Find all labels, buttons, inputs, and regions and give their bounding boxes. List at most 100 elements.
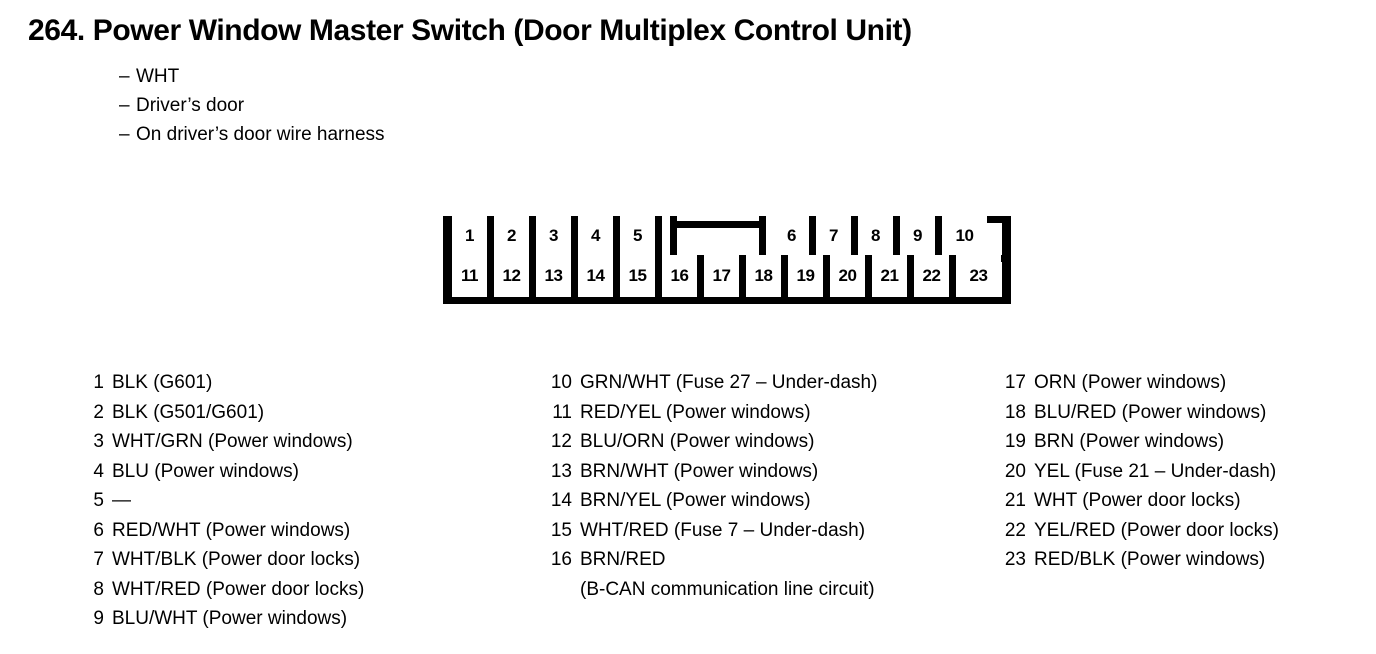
legend-pin-number: 21 [1004,490,1026,511]
legend-pin-number: 7 [93,549,104,570]
legend-pin-description: WHT (Power door locks) [1034,490,1241,511]
pin-cell-16[interactable]: 16 [662,255,704,297]
pin-cell-22[interactable]: 22 [914,255,956,297]
pin-cell-7[interactable]: 7 [816,216,858,255]
legend-pin-description: WHT/BLK (Power door locks) [112,549,361,570]
legend-pin-description: ORN (Power windows) [1034,372,1227,393]
pin-cell-10[interactable]: 10 [942,216,987,255]
connector-notch-top-left [443,205,452,216]
subtitle-item: –WHT [119,62,385,91]
legend-pin-description: YEL/RED (Power door locks) [1034,519,1279,541]
legend-entry-14: 14 BRN/YEL (Power windows) [546,486,996,516]
pin-cell-3[interactable]: 3 [536,216,578,255]
pin-cell-4[interactable]: 4 [578,216,620,255]
legend-pin-description: BRN/YEL (Power windows) [580,490,811,511]
pin-cell-21[interactable]: 21 [872,255,914,297]
pin-cell-14[interactable]: 14 [578,255,620,297]
legend-pin-description: RED/BLK (Power windows) [1034,549,1266,570]
legend-pin-number: 16 [550,549,572,570]
pin-cell-15[interactable]: 15 [620,255,662,297]
connector-top-row: 1 2 3 4 5 6 7 8 9 10 [452,216,1002,255]
legend-pin-number: 15 [550,519,572,541]
legend-pin-number: 9 [93,608,104,629]
connector-locking-tab [670,216,766,255]
pin-cell-5[interactable]: 5 [620,216,662,255]
connector-notch-bottom-left [443,304,452,315]
connector-bottom-row: 11 12 13 14 15 16 17 18 19 20 21 22 23 [452,255,1002,297]
connector-notch-bottom-right [1002,304,1011,315]
pin-cell-6[interactable]: 6 [774,216,816,255]
legend-pin-number: 20 [1004,460,1026,482]
pin-cell-8[interactable]: 8 [858,216,900,255]
legend-pin-description: RED/YEL (Power windows) [580,401,811,423]
legend-pin-description: WHT/GRN (Power windows) [112,431,353,452]
subtitle-text: WHT [136,66,180,87]
connector-left-post [443,205,452,315]
pin-cell-2[interactable]: 2 [494,216,536,255]
legend-pin-description: RED/WHT (Power windows) [112,519,351,541]
legend-pin-number: 19 [1004,431,1026,452]
legend-pin-description: BLU/ORN (Power windows) [580,431,815,452]
legend-entry-16: 16 BRN/RED [546,545,996,575]
legend-entry-5: 5— [90,486,530,516]
legend-pin-number: 8 [93,578,104,600]
legend-pin-description: BRN/RED [580,549,666,570]
connector-left-gap [662,216,670,255]
legend-pin-number: 10 [550,372,572,393]
pin-cell-12[interactable]: 12 [494,255,536,297]
pin-cell-23[interactable]: 23 [956,255,1001,297]
legend-pin-number: 6 [93,519,104,541]
legend-entry-17: 17 ORN (Power windows) [1000,368,1360,398]
legend-pin-description: GRN/WHT (Fuse 27 – Under-dash) [580,372,878,393]
connector-right-post [1002,205,1011,315]
pin-cell-17[interactable]: 17 [704,255,746,297]
legend-entry-10: 10 GRN/WHT (Fuse 27 – Under-dash) [546,368,996,398]
legend-pin-description: BLK (G501/G601) [112,401,265,423]
legend-pin-description: YEL (Fuse 21 – Under-dash) [1034,460,1277,482]
legend-pin-description: BRN/WHT (Power windows) [580,460,819,482]
subtitle-item: –Driver’s door [119,91,385,120]
legend-entry-23: 23 RED/BLK (Power windows) [1000,545,1360,575]
dash-bullet: – [119,66,130,87]
legend-entry-21: 21 WHT (Power door locks) [1000,486,1360,516]
legend-pin-number: 4 [93,460,104,482]
pin-cell-1[interactable]: 1 [452,216,494,255]
legend-pin-description: WHT/RED (Power door locks) [112,578,365,600]
connector-diagram: 1 2 3 4 5 6 7 8 9 10 11 12 13 14 15 16 1… [443,205,1011,315]
pin-cell-19[interactable]: 19 [788,255,830,297]
legend-pin-number: 12 [550,431,572,452]
legend-entry-7: 7 WHT/BLK (Power door locks) [90,545,530,575]
legend-pin-number: 23 [1004,549,1026,570]
subtitle-list: –WHT –Driver’s door –On driver’s door wi… [119,62,385,149]
legend-pin-number: 18 [1004,401,1026,423]
legend-entry-20: 20 YEL (Fuse 21 – Under-dash) [1000,457,1360,487]
pin-cell-11[interactable]: 11 [452,255,494,297]
page-header: 264. Power Window Master Switch (Door Mu… [28,12,1358,145]
legend-pin-description: BLK (G601) [112,372,213,393]
pin-cell-9[interactable]: 9 [900,216,942,255]
subtitle-item: –On driver’s door wire harness [119,120,385,149]
legend-pin-number: 17 [1004,372,1026,393]
legend-entry-6: 6 RED/WHT (Power windows) [90,516,530,546]
connector-locking-tab-slot [677,221,759,228]
legend-pin-number: 14 [550,490,572,511]
pin-cell-13[interactable]: 13 [536,255,578,297]
legend-entry-12: 12 BLU/ORN (Power windows) [546,427,996,457]
pin-cell-18[interactable]: 18 [746,255,788,297]
dash-bullet: – [119,95,130,116]
pin-cell-20[interactable]: 20 [830,255,872,297]
